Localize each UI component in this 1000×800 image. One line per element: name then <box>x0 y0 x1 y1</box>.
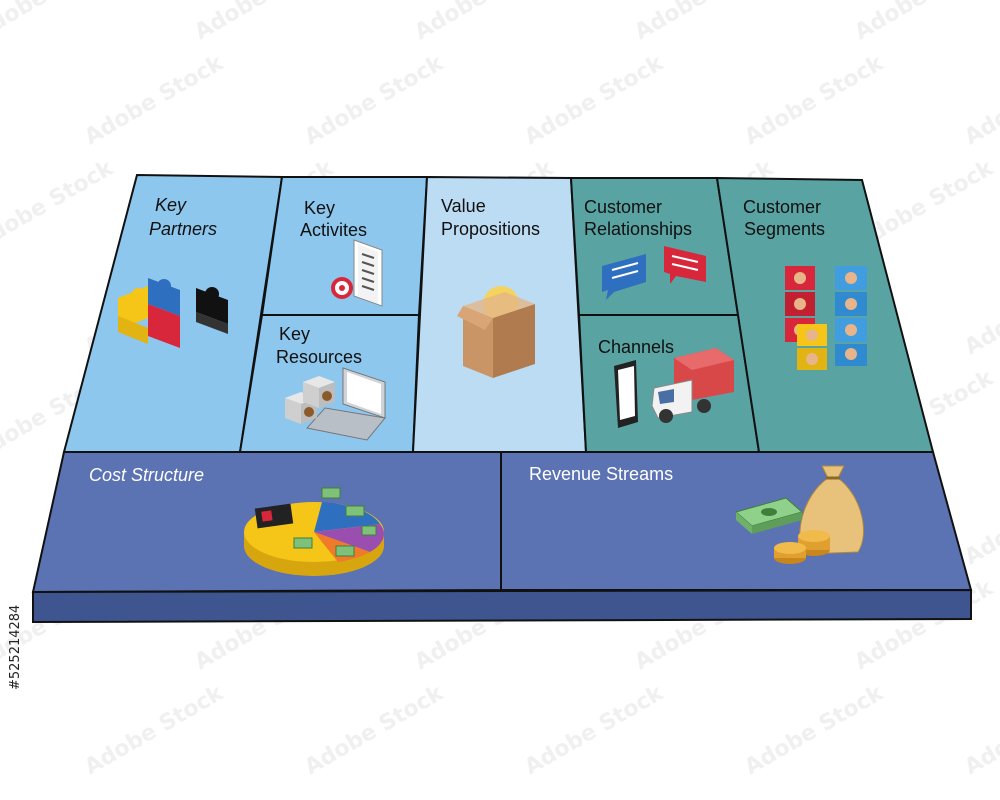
watermark-text: Adobe Stock <box>741 50 889 150</box>
value-propositions-title-line-2: Propositions <box>441 219 540 239</box>
watermark-text: Adobe Stock <box>411 0 559 45</box>
watermark-text: Adobe Stock <box>961 470 1000 570</box>
value-propositions-title-line-1: Value <box>441 196 486 216</box>
labels: Key Partners Key Activites Key Resources… <box>89 195 825 485</box>
money-bag-coins-icon <box>734 465 865 564</box>
watermark-text: Adobe Stock <box>961 50 1000 150</box>
watermark-text: Adobe Stock <box>301 50 449 150</box>
key-partners-title-line-1: Key <box>155 195 187 215</box>
customer-relationships-title-line-1: Customer <box>584 197 662 217</box>
phone-truck-icon <box>614 348 734 428</box>
watermark-text: Adobe Stock <box>81 50 229 150</box>
customer-segments-title-line-1: Customer <box>743 197 821 217</box>
customer-relationships-title-line-2: Relationships <box>584 219 692 239</box>
watermark-text: Adobe Stock <box>0 0 119 45</box>
watermark-text: Adobe Stock <box>741 680 889 780</box>
people-blocks-icon <box>785 266 867 370</box>
key-activities-title-line-2: Activites <box>300 220 367 240</box>
key-activities-title-line-1: Key <box>304 198 335 218</box>
watermark-text: Adobe Stock <box>521 50 669 150</box>
chat-bubbles-icon <box>602 246 706 300</box>
channels-title: Channels <box>598 337 674 357</box>
pie-chart-money-icon <box>244 487 385 576</box>
puzzle-pieces-icon <box>118 278 228 348</box>
key-partners-title-line-2: Partners <box>149 219 217 239</box>
stock-id-label: #525214284 <box>8 605 23 690</box>
watermark-text: Adobe Stock <box>81 680 229 780</box>
watermark-text: Adobe Stock <box>851 0 999 45</box>
canvas-slab-edge <box>32 588 972 624</box>
checklist-target-icon <box>331 239 383 307</box>
laptop-people-icon <box>285 367 386 441</box>
customer-segments-title-line-2: Segments <box>744 219 825 239</box>
watermark-text: Adobe Stock <box>631 0 779 45</box>
revenue-streams-title: Revenue Streams <box>529 464 673 484</box>
key-resources-title-line-2: Resources <box>276 347 362 367</box>
watermark-text: Adobe Stock <box>0 155 119 255</box>
lightbulb-box-icon <box>457 286 535 378</box>
cost-structure-title: Cost Structure <box>89 465 204 485</box>
watermark-text: Adobe Stock <box>521 680 669 780</box>
key-resources-title-line-1: Key <box>279 324 310 344</box>
watermark-text: Adobe Stock <box>191 0 339 45</box>
watermark-text: Adobe Stock <box>961 680 1000 780</box>
watermark-text: Adobe Stock <box>961 260 1000 360</box>
watermark-text: Adobe Stock <box>301 680 449 780</box>
